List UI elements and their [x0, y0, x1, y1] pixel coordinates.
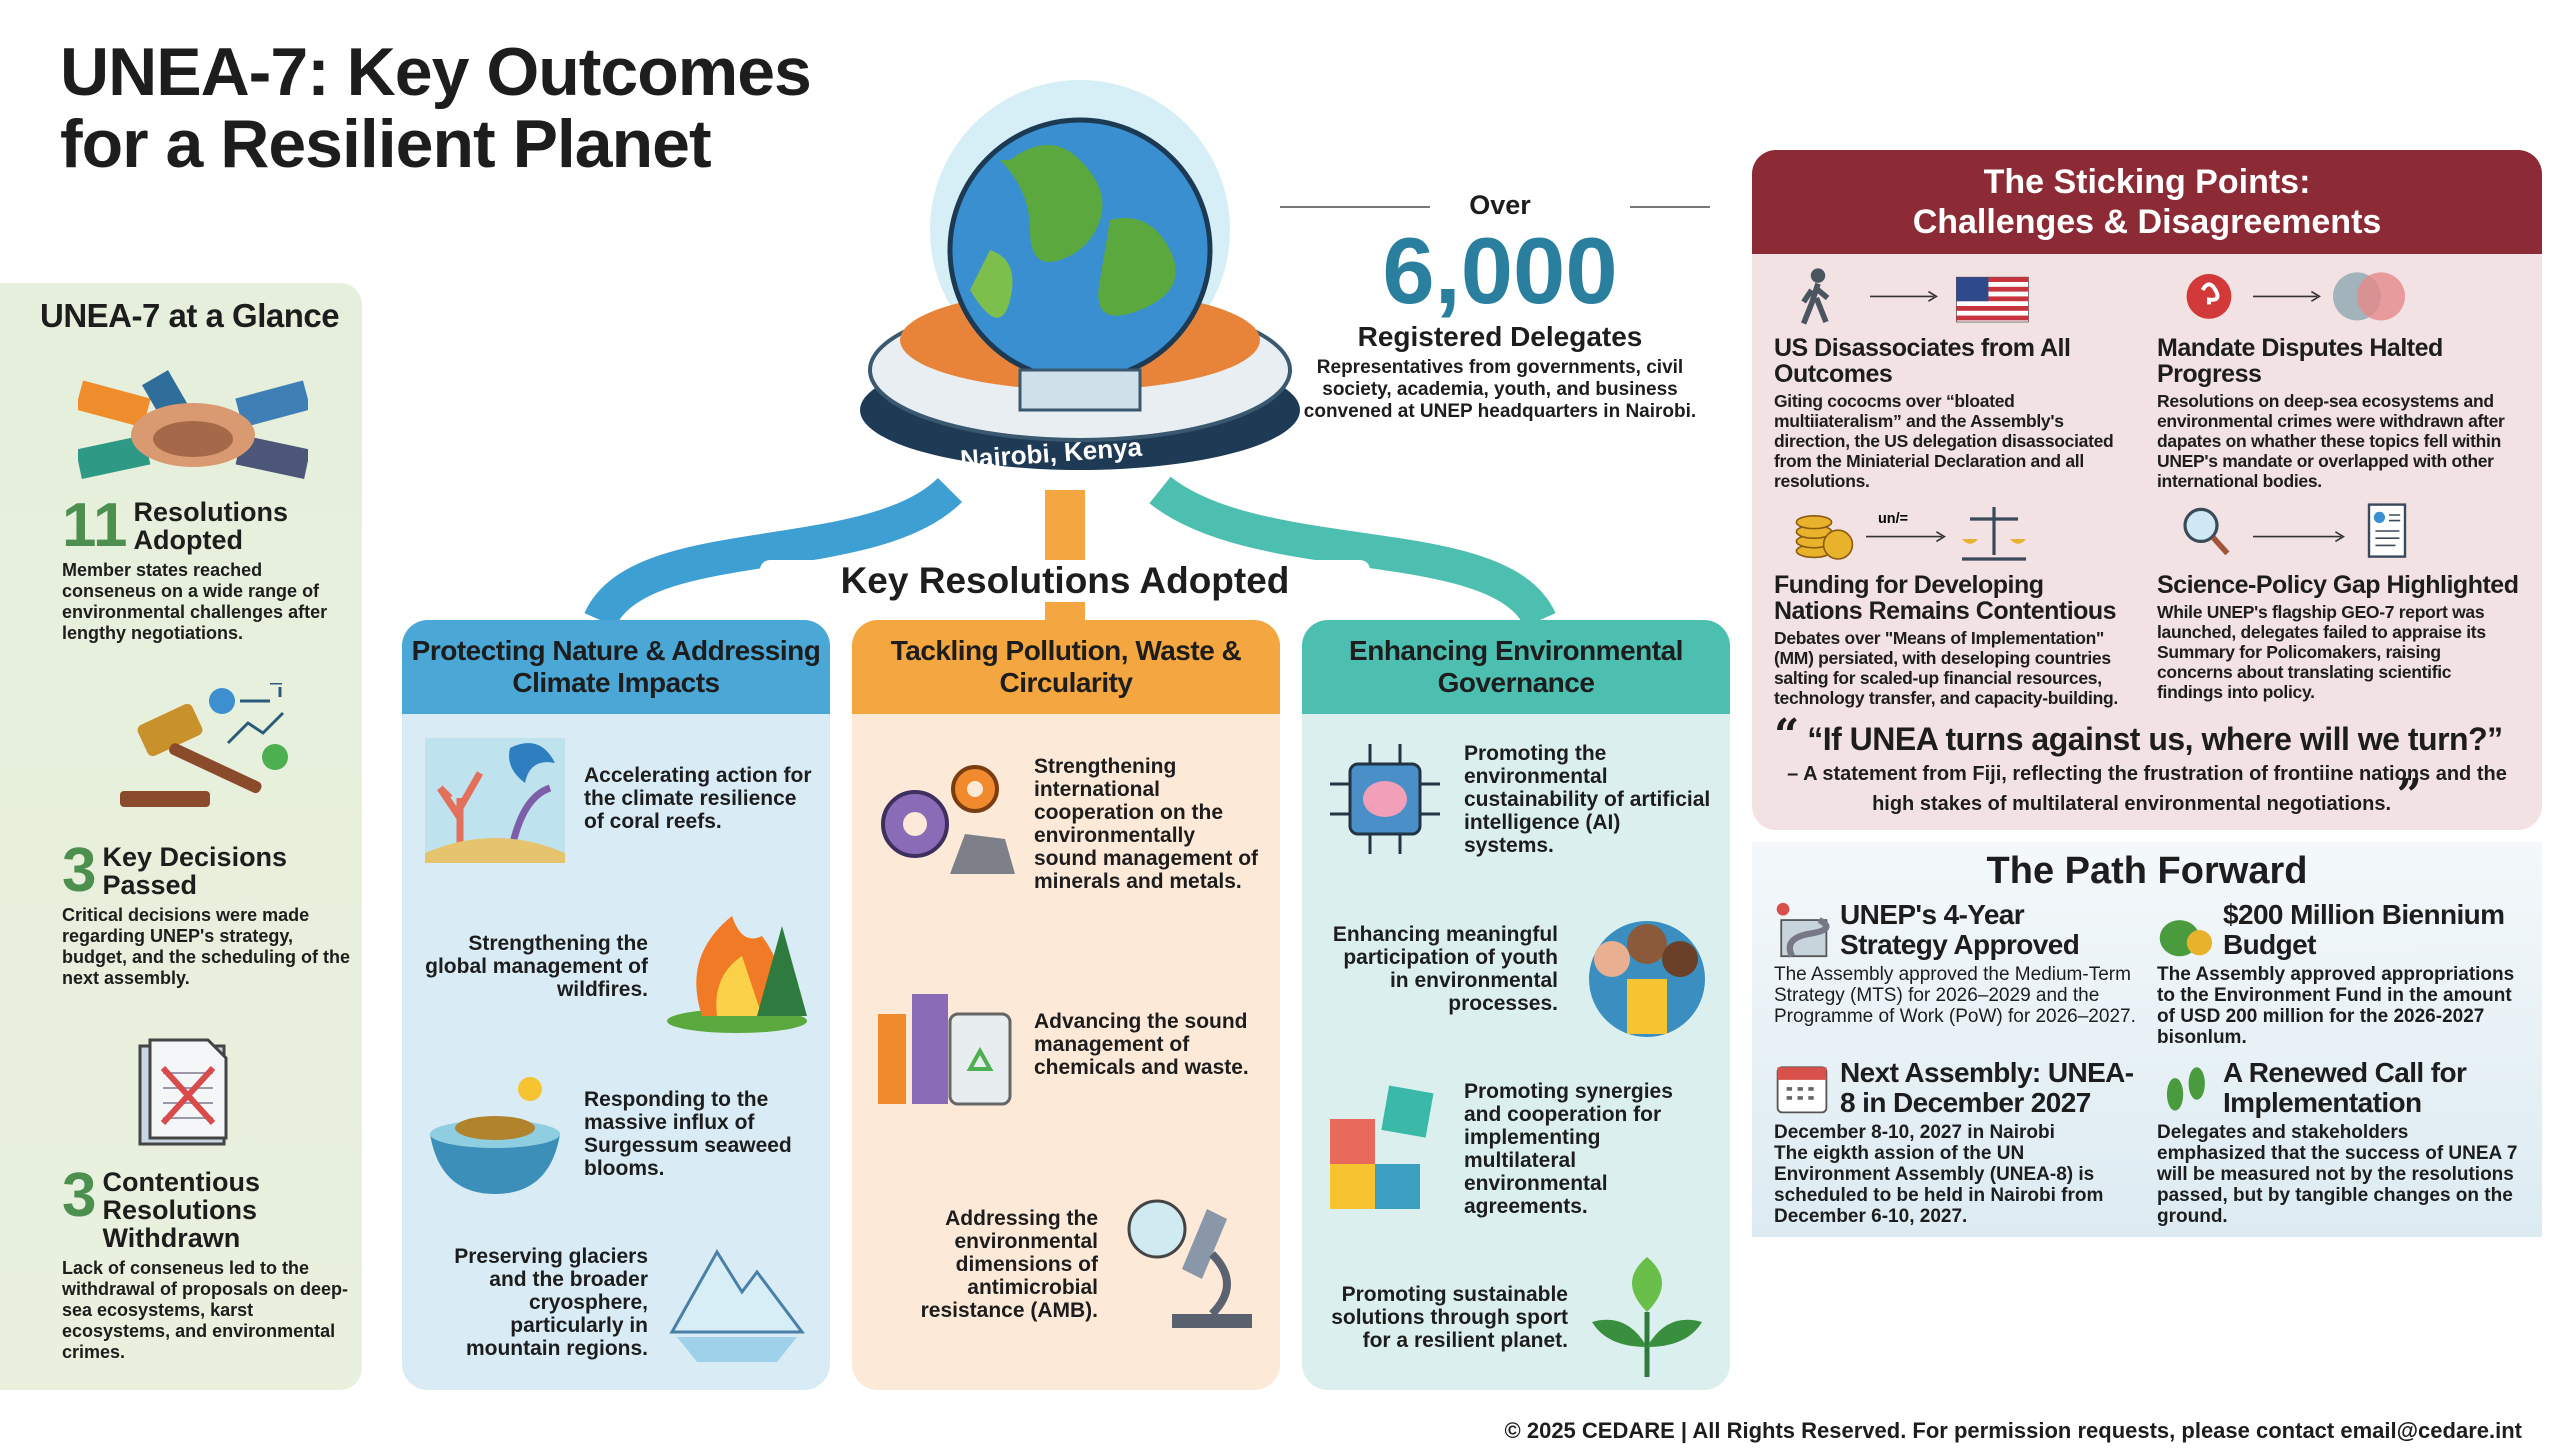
resolution-item: Enhancing meaningful participation of yo…: [1302, 884, 1730, 1054]
roadmap-pin-icon: [1776, 902, 1830, 958]
magnifier-report-icon: [2183, 503, 2407, 558]
key-resolutions-title: Key Resolutions Adopted: [760, 560, 1370, 602]
glance-heading: UNEA-7 at a Glance: [40, 297, 340, 334]
resolution-item: Addressing the environmental dimensions …: [852, 1154, 1280, 1374]
resolution-item: Promoting sustainable solutions through …: [1302, 1244, 1730, 1390]
resolution-item: Advancing the sound management of chemic…: [852, 934, 1280, 1154]
withdrawn-document-icon: [138, 1038, 228, 1146]
delegates-stat: Over 6,000 Registered Delegates Represen…: [1280, 190, 1710, 423]
coins-scale-icon: un/=: [1795, 507, 2026, 561]
challenge-science-policy: Science-Policy Gap Highlighted While UNE…: [2157, 503, 2520, 708]
footprints-icon: [2166, 1067, 2205, 1111]
path-call-implementation: A Renewed Call for Implementation Delega…: [2157, 1057, 2518, 1228]
copyright-footer: © 2025 CEDARE | All Rights Reserved. For…: [1504, 1418, 2522, 1443]
globe-stadium-illustration: [860, 80, 1300, 470]
delegates-count: 6,000: [1382, 218, 1618, 323]
youth-group-icon: [1589, 921, 1705, 1037]
column-protecting-nature: Protecting Nature & Addressing Climate I…: [402, 620, 830, 1390]
path-strategy: UNEP's 4-Year Strategy Approved The Asse…: [1774, 899, 2136, 1028]
right-column: The Sticking Points:Challenges & Disagre…: [1752, 150, 2542, 1237]
path-forward-title: The Path Forward: [1986, 850, 2308, 892]
microscope-icon: [1127, 1199, 1252, 1328]
divider: [1280, 206, 1430, 208]
chemicals-containers-icon: [878, 994, 1012, 1106]
puzzle-icon: [1330, 1085, 1434, 1209]
arrow-label: un/=: [1878, 511, 1908, 527]
fiji-quote: “ “If UNEA turns against us, where will …: [1774, 710, 2507, 821]
challenge-funding: un/= Funding for Developing Nations Rema…: [1774, 503, 2137, 708]
resolution-item: Accelerating action for the climate resi…: [402, 714, 830, 882]
path-budget: $200 Million Biennium Budget The Assembl…: [2157, 899, 2515, 1049]
money-bag-icon: [2159, 920, 2213, 957]
challenges-title: The Sticking Points:Challenges & Disagre…: [1752, 150, 2542, 254]
handshake-icon: [78, 370, 308, 479]
connector-lines: [584, 476, 1556, 629]
close-quote-icon: ”: [2396, 770, 2422, 821]
path-next-assembly: Next Assembly: UNEA-8 in December 2027 D…: [1774, 1057, 2134, 1228]
sprouting-leaf-icon: [1592, 1257, 1702, 1377]
ai-chip-brain-icon: [1330, 744, 1440, 854]
path-forward-panel: The Path Forward UNEP's 4-Year Strategy …: [1752, 842, 2542, 1237]
open-quote-icon: “: [1774, 710, 1799, 761]
glacier-icon: [669, 1249, 805, 1362]
gavel-icon: [120, 683, 288, 807]
wildfire-icon: [667, 916, 807, 1033]
resolution-item: Preserving glaciers and the broader cryo…: [402, 1218, 830, 1386]
resolution-item: Strengthening international cooperation …: [852, 714, 1280, 934]
question-overlap-icon: [2186, 272, 2405, 321]
resolution-item: Strengthening the global management of w…: [402, 882, 830, 1050]
challenges-panel: The Sticking Points:Challenges & Disagre…: [1752, 150, 2542, 830]
divider: [1630, 206, 1710, 208]
column-tackling-pollution: Tackling Pollution, Waste & Circularity …: [852, 620, 1280, 1390]
gears-minerals-icon: [881, 765, 1015, 874]
page-title: UNEA-7: Key Outcomes for a Resilient Pla…: [60, 34, 812, 182]
walking-away-flag-icon: [1801, 268, 2029, 325]
resolution-item: Responding to the massive influx of Surg…: [402, 1050, 830, 1218]
seaweed-bloom-icon: [430, 1077, 560, 1194]
challenge-mandate-disputes: Mandate Disputes Halted Progress Resolut…: [2157, 266, 2520, 491]
coral-reef-icon: [425, 738, 565, 863]
resolution-item: Promoting the environmental custainabili…: [1302, 714, 1730, 884]
challenge-us-disassociates: US Disassociates from All Outcomes Gitin…: [1774, 266, 2137, 491]
column-environmental-governance: Enhancing Environmental Governance Promo…: [1302, 620, 1730, 1390]
resolution-item: Promoting synergies and cooperation for …: [1302, 1054, 1730, 1244]
calendar-icon: [1776, 1066, 1828, 1114]
